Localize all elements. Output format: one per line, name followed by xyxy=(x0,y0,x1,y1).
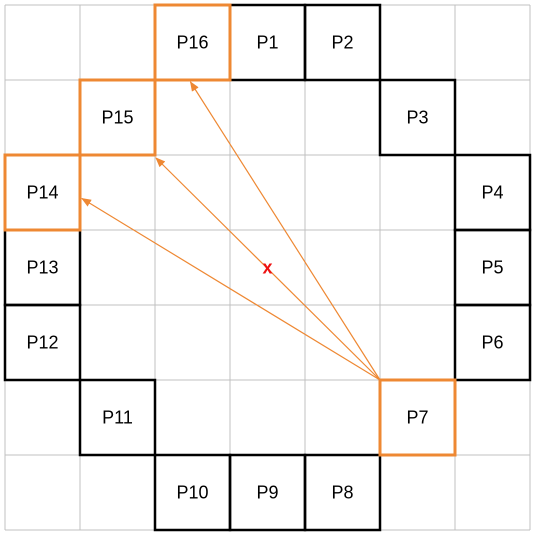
cell-label-p8: P8 xyxy=(331,483,353,503)
arrow-p7-to-p16 xyxy=(189,81,381,381)
cell-label-p13: P13 xyxy=(26,258,58,278)
cell-label-p2: P2 xyxy=(331,33,353,53)
cell-label-p9: P9 xyxy=(256,483,278,503)
cell-label-p7: P7 xyxy=(406,408,428,428)
arrows xyxy=(81,81,381,381)
cell-label-p11: P11 xyxy=(102,408,133,428)
cell-label-p12: P12 xyxy=(26,333,58,353)
pixel-cell-p11 xyxy=(78,378,157,457)
cell-label-p5: P5 xyxy=(481,258,503,278)
arrow-p7-to-p14 xyxy=(81,197,381,381)
pixel-cell-p7 xyxy=(378,378,457,457)
cell-label-p15: P15 xyxy=(101,108,133,128)
pixel-cell-p3 xyxy=(378,78,457,157)
pixel-cell-p14 xyxy=(3,153,82,232)
pixel-cell-p16 xyxy=(153,3,232,82)
highlighted-cell-borders xyxy=(3,3,457,457)
cell-label-p4: P4 xyxy=(481,183,503,203)
arrow-p7-to-p15 xyxy=(155,157,381,381)
pixel-cell-p12 xyxy=(3,303,82,382)
cell-label-p1: P1 xyxy=(256,33,278,53)
cell-label-p14: P14 xyxy=(26,183,58,203)
cell-label-p6: P6 xyxy=(481,333,503,353)
cell-label-p3: P3 xyxy=(406,108,428,128)
pixel-cell-p15 xyxy=(78,78,157,157)
center-marker: x xyxy=(262,258,272,278)
cell-label-p16: P16 xyxy=(176,33,208,53)
pixel-cell-p8 xyxy=(303,453,382,532)
pixel-cell-p6 xyxy=(453,303,532,382)
pixel-cell-borders xyxy=(3,3,532,532)
cell-label-p10: P10 xyxy=(176,483,208,503)
pixel-cell-p2 xyxy=(303,3,382,82)
